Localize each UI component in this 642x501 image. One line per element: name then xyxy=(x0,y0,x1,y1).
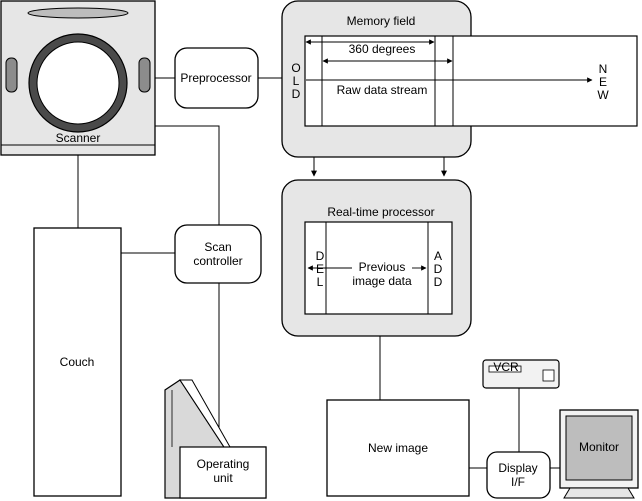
del-label: D E L xyxy=(316,249,325,289)
raw-data-stream-label: Raw data stream xyxy=(337,83,428,97)
previous-image-label-2: image data xyxy=(352,274,412,288)
preprocessor-label: Preprocessor xyxy=(180,71,251,85)
operating-unit-label-2: unit xyxy=(213,471,233,485)
monitor-label: Monitor xyxy=(579,440,619,454)
svg-text:W: W xyxy=(597,88,609,102)
operating-unit: Operating unit xyxy=(164,379,267,499)
vcr: VCR xyxy=(482,359,560,389)
new-image-box: New image xyxy=(326,399,470,497)
connectors xyxy=(77,77,560,469)
previous-image-label: Previous xyxy=(359,260,406,274)
preprocessor-box: Preprocessor xyxy=(174,47,259,109)
memory-field-label: Memory field xyxy=(347,14,416,28)
svg-text:O: O xyxy=(291,61,300,75)
couch-box: Couch xyxy=(33,227,122,497)
svg-text:L: L xyxy=(293,74,300,88)
scan-controller-box: Scan controller xyxy=(174,224,262,284)
realtime-processor-label: Real-time processor xyxy=(327,205,434,219)
display-if-box: Display I/F xyxy=(486,451,551,499)
add-label: A D D xyxy=(434,249,443,289)
new-image-label: New image xyxy=(368,441,428,455)
display-if-label-2: I/F xyxy=(511,475,525,489)
monitor: Monitor xyxy=(559,409,639,499)
svg-text:A: A xyxy=(434,249,442,263)
display-if-label: Display xyxy=(498,461,537,475)
operating-unit-label: Operating xyxy=(197,457,250,471)
svg-text:D: D xyxy=(434,262,443,276)
svg-text:D: D xyxy=(316,249,325,263)
svg-text:N: N xyxy=(599,62,608,76)
svg-text:E: E xyxy=(316,262,324,276)
memory-field: Memory field 360 degrees Raw data stream… xyxy=(281,0,638,158)
couch-label: Couch xyxy=(60,355,95,369)
svg-text:D: D xyxy=(292,87,301,101)
old-label: O L D xyxy=(291,61,300,101)
svg-text:E: E xyxy=(599,75,607,89)
svg-text:L: L xyxy=(317,275,324,289)
svg-text:D: D xyxy=(434,275,443,289)
scanner-label: Scanner xyxy=(56,131,101,145)
vcr-label: VCR xyxy=(493,360,519,374)
scanner: Scanner xyxy=(0,0,156,156)
scan-controller-label-2: controller xyxy=(193,254,242,268)
scan-controller-label: Scan xyxy=(204,240,231,254)
degrees-label: 360 degrees xyxy=(349,42,416,56)
realtime-processor: Real-time processor D E L A D D Previous… xyxy=(281,179,472,337)
new-label: N E W xyxy=(597,62,609,102)
